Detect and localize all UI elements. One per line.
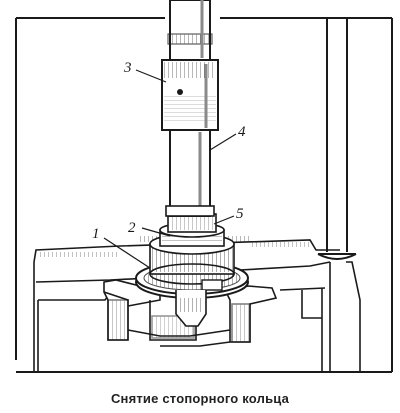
callout-2: 2 (128, 220, 136, 236)
figure-caption: Снятие стопорного кольца (110, 391, 290, 406)
press-column (317, 18, 357, 260)
upper-spindle (167, 0, 213, 61)
leader-lines (103, 69, 237, 269)
callout-5: 5 (236, 206, 244, 222)
mandrel-collar (161, 59, 219, 131)
callout-1: 1 (92, 226, 100, 242)
frame (15, 17, 393, 373)
press-ram (165, 129, 215, 217)
support-blocks (103, 279, 278, 347)
callouts: 1 2 3 4 5 (92, 60, 246, 242)
callout-4: 4 (238, 124, 246, 140)
callout-3: 3 (123, 60, 132, 76)
puller-sleeve (167, 213, 217, 233)
